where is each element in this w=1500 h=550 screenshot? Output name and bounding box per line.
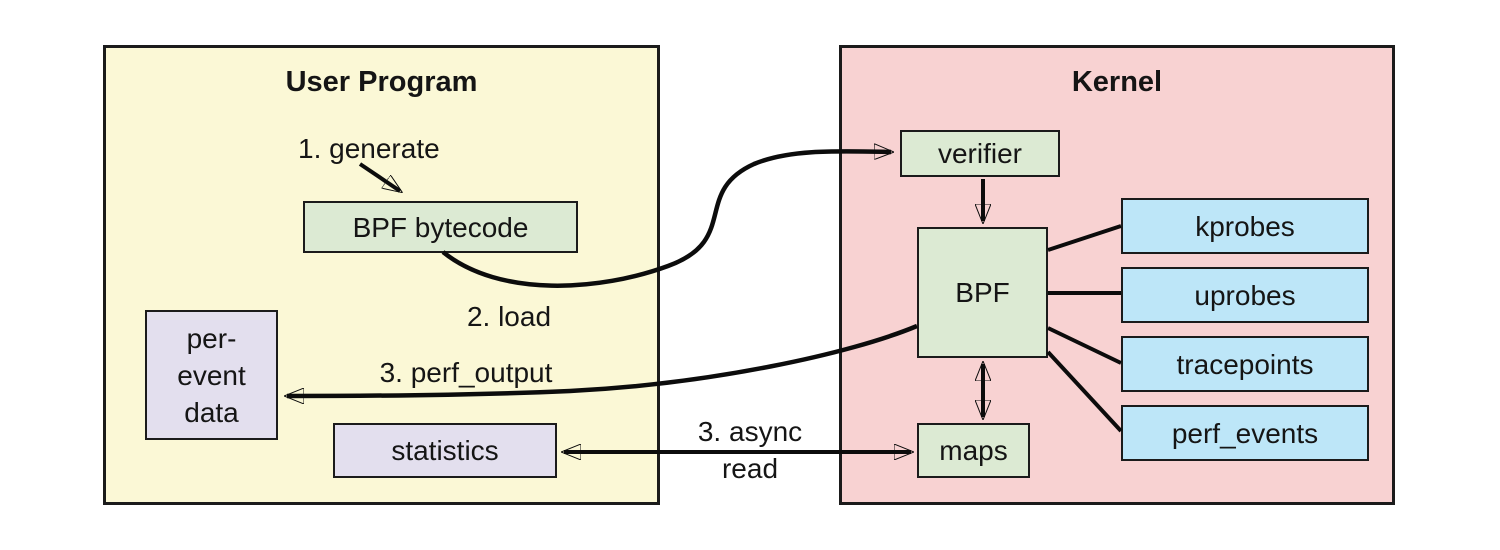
kernel-title: Kernel [1071,66,1163,98]
step3-async-read-label: 3. async read [697,416,803,484]
statistics-node: statistics [333,423,557,478]
per-event-data-node: per- event data [145,310,278,440]
maps-node: maps [917,423,1030,478]
step3-perf-output-label: 3. perf_output [379,357,553,388]
user-program-title: User Program [285,66,478,98]
step1-generate-label: 1. generate [298,133,440,164]
uprobes-node: uprobes [1121,267,1369,323]
step2-load-label: 2. load [466,301,552,332]
verifier-node: verifier [900,130,1060,177]
bpf-bytecode-node: BPF bytecode [303,201,578,253]
tracepoints-node: tracepoints [1121,336,1369,392]
kprobes-node: kprobes [1121,198,1369,254]
bpf-node: BPF [917,227,1048,358]
perf-events-node: perf_events [1121,405,1369,461]
